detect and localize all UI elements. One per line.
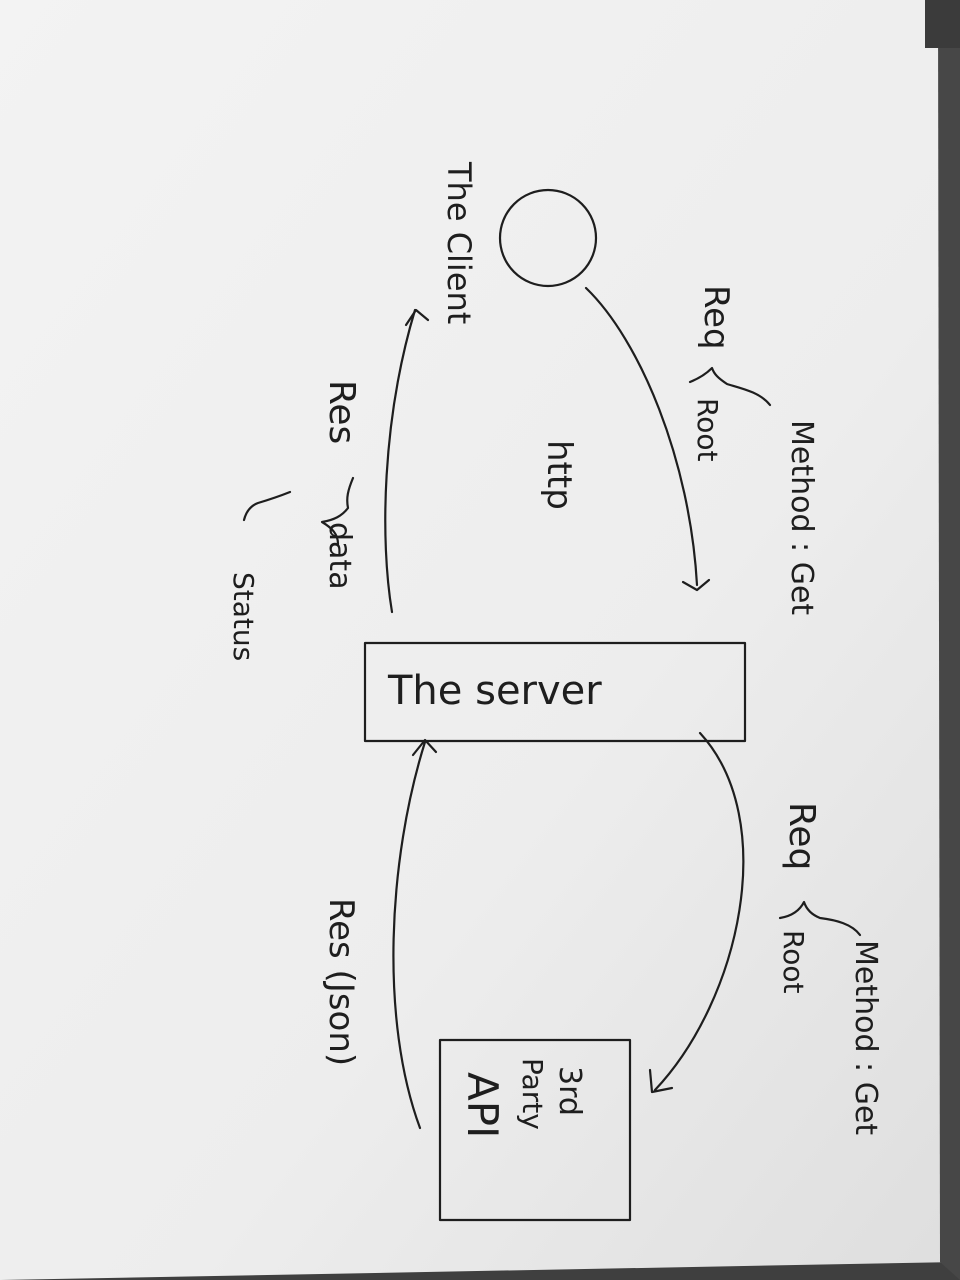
status-brace <box>242 490 292 522</box>
protocol-label: http <box>539 440 579 510</box>
res-client-prefix: Res <box>321 380 362 444</box>
res-client-data: data <box>322 522 357 590</box>
req-brace-api <box>778 900 862 937</box>
api-label-line1: 3rd <box>552 1066 587 1116</box>
res-api-label: Res (Json) <box>321 898 361 1066</box>
server-label: The server <box>387 668 602 714</box>
response-arrow-head <box>404 308 430 327</box>
req-client-prefix: Req <box>696 285 736 350</box>
res-client-status: Status <box>227 572 260 661</box>
req-api-prefix: Req <box>781 802 822 870</box>
response-arrow <box>384 308 417 614</box>
req-brace-client <box>688 366 772 407</box>
client-node <box>498 188 598 288</box>
api-label-line2: Party <box>516 1058 549 1130</box>
api-request-arrow-head <box>648 1068 674 1094</box>
req-client-route: Root <box>691 398 724 461</box>
api-request-arrow <box>653 731 745 1092</box>
server-node <box>363 641 747 743</box>
request-arrow-head <box>681 578 711 592</box>
api-node <box>438 1038 632 1222</box>
res-brace-client <box>320 476 355 546</box>
client-label: The Client <box>440 161 478 324</box>
corner-tab <box>925 0 960 48</box>
request-arrow <box>584 286 699 587</box>
paper-edge-shadow <box>938 0 960 1280</box>
req-api-method: Method : Get <box>848 940 883 1135</box>
req-client-method: Method : Get <box>784 420 819 615</box>
api-response-arrow-head <box>411 738 438 757</box>
req-api-route: Root <box>777 930 810 993</box>
api-response-arrow <box>392 740 427 1130</box>
api-label-line3: API <box>458 1072 507 1138</box>
